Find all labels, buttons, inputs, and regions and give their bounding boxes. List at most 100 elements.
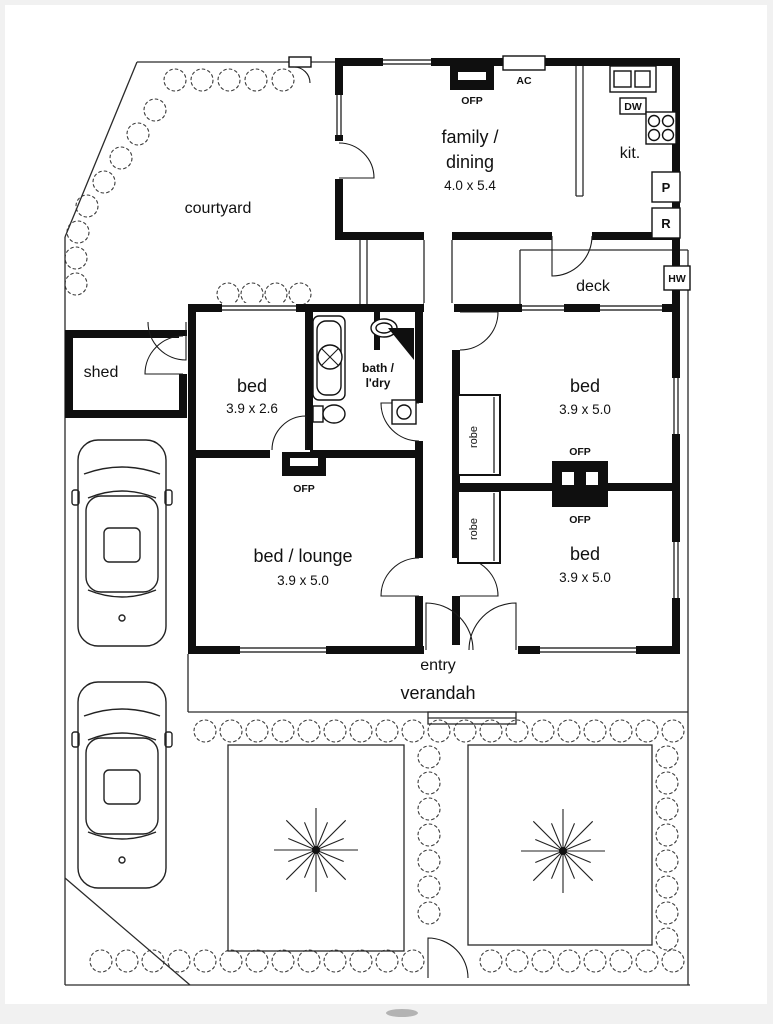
ofp-bed2-label: OFP [569,446,591,458]
pantry-label: P [662,180,671,195]
shrub-icon [115,949,139,973]
entry-steps [427,711,517,725]
shrub-icon [240,282,264,306]
shrub-icon [505,719,529,743]
shrub-icon [75,194,99,218]
bed3-label: bed [570,544,600,564]
washer [391,399,417,425]
deck-outline [519,249,688,304]
laundry-trough [388,328,414,360]
kitchen-sink [609,65,657,93]
fireplace-family [450,66,494,90]
fridge-label: R [661,216,671,231]
ac-unit [502,55,546,71]
door-arcs [144,56,593,979]
shrub-icon [216,282,240,306]
shrub-icon [245,949,269,973]
shrub-icon [219,949,243,973]
shrub-icon [375,949,399,973]
fireplace-bed23 [552,461,608,507]
scan-edge-left [0,0,5,1024]
shrub-icon [655,927,679,951]
bath-label-1: bath / [362,361,395,375]
top-gate [288,56,312,68]
shrub-hedges [64,68,685,973]
shrub-icon [557,719,581,743]
verandah-label: verandah [400,683,475,703]
shrub-icon [417,875,441,899]
shrub-icon [271,68,295,92]
shrub-icon [417,745,441,769]
shrub-icon [143,98,167,122]
pantry-box [651,171,681,203]
shower-symbol [317,344,343,370]
bed1-dims: 3.9 x 2.6 [226,401,278,416]
shrub-icon [64,246,88,270]
toilet [312,404,346,424]
shrub-icon [219,719,243,743]
shed-label: shed [84,364,119,381]
shrub-icon [297,719,321,743]
shrub-icon [288,282,312,306]
tree-1 [273,807,359,893]
kitchen-label: kit. [620,145,640,162]
bath-label-2: l'dry [366,376,391,390]
fireplace-lounge [282,452,326,476]
courtyard-label: courtyard [185,200,252,217]
shrub-icon [271,949,295,973]
shrub-icon [92,170,116,194]
lawn-square-1 [227,744,405,952]
shrub-icon [401,719,425,743]
wall-openings [179,57,681,655]
shrub-icon [479,949,503,973]
ofp-lounge-label: OFP [293,483,315,495]
shrub-icon [609,719,633,743]
shrub-icon [417,797,441,821]
fridge-box [651,207,681,239]
shrub-icon [427,719,451,743]
shrub-icon [375,719,399,743]
shrub-icon [193,719,217,743]
scan-edge-bottom [0,1004,773,1024]
shrub-icon [417,901,441,925]
shrub-icon [271,719,295,743]
passage-walls [359,240,453,304]
shrub-icon [417,771,441,795]
shrub-icon [635,949,659,973]
shrub-icon [609,949,633,973]
shrub-icon [401,949,425,973]
shrub-icon [244,68,268,92]
shrub-icon [141,949,165,973]
shrub-icon [245,719,269,743]
bed3-dims: 3.9 x 5.0 [559,570,611,585]
car-2 [71,681,173,889]
kitchen-divider [575,66,584,197]
shrub-icon [323,949,347,973]
family-dining-label-2: dining [446,152,494,172]
shrub-icon [193,949,217,973]
ofp-family-label: OFP [461,95,483,107]
dishwasher-box [619,97,647,115]
robe-2 [457,490,501,564]
shrub-icon [655,823,679,847]
shrub-icon [531,949,555,973]
dw-label: DW [624,101,642,113]
shrub-icon [655,745,679,769]
shrub-icon [349,719,373,743]
stove-icon [645,111,677,145]
scan-smudge [386,1009,418,1017]
shrub-icon [655,875,679,899]
scan-edge-right [767,0,773,1024]
shrub-icon [64,272,88,296]
shrub-icon [583,719,607,743]
windows [222,59,679,653]
shrub-icon [661,719,685,743]
shrub-icon [297,949,321,973]
shrub-icon [635,719,659,743]
robe1-label: robe [468,426,480,448]
family-dining-label-1: family / [441,127,498,147]
shrub-icon [655,797,679,821]
hw-label: HW [668,273,686,285]
robe2-label: robe [468,518,480,540]
